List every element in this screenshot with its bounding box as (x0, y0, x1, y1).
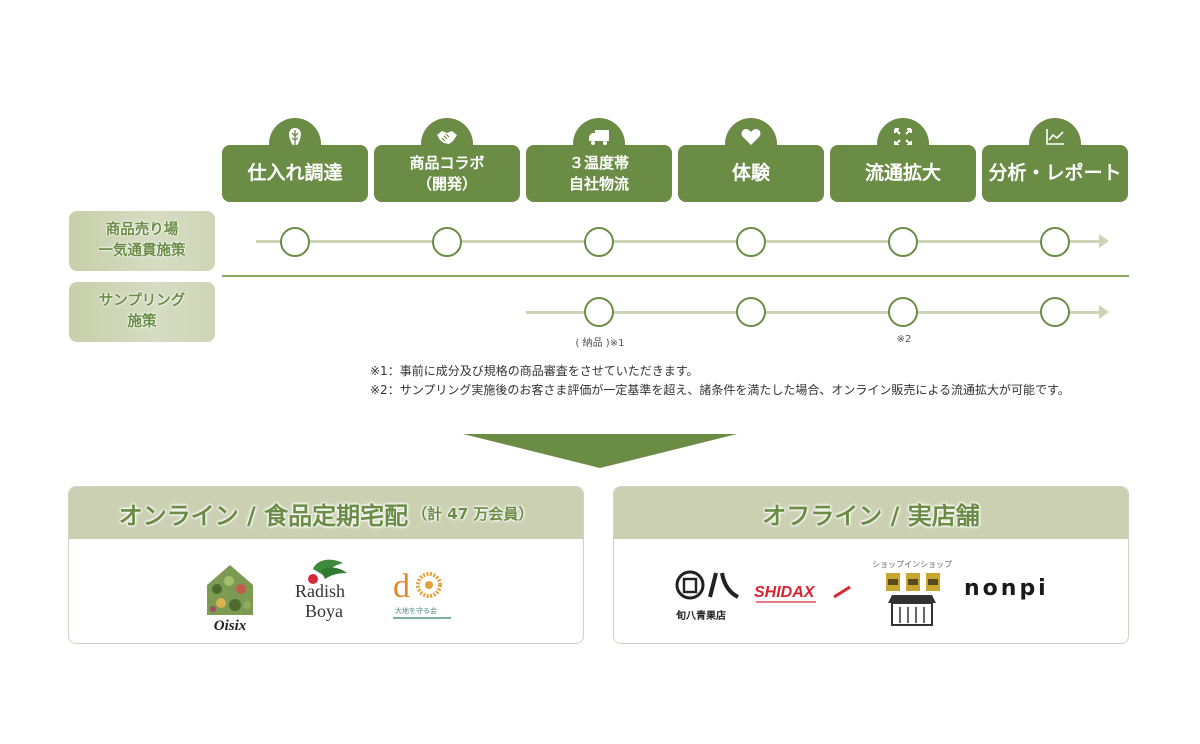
svg-text:Radish: Radish (295, 581, 345, 601)
handshake-icon (437, 131, 457, 144)
step-header-logistics: ３温度帯 自社物流 (526, 118, 672, 204)
svg-text:nonpi: nonpi (964, 576, 1049, 601)
step-label: 仕入れ調達 (247, 162, 343, 184)
step-label: 体験 (731, 162, 770, 184)
footnote-1: ※1：事前に成分及び規格の商品審査をさせていただきます。 (370, 364, 699, 378)
vegetable-icon (289, 128, 301, 146)
node-sampling-3 (584, 297, 614, 327)
panel-offline-header: オフライン / 実店舗 (614, 487, 1128, 539)
row-label-text: サンプリング 施策 (98, 293, 186, 330)
logo-daichi: d 大地を守る会 (389, 561, 459, 625)
truck-icon (589, 130, 609, 145)
shidax-icon: SHIDAX (754, 584, 851, 603)
step-label: 商品コラボ （開発） (409, 153, 485, 193)
step-header-collab: 商品コラボ （開発） (374, 118, 520, 204)
panel-online: オンライン / 食品定期宅配 （計 47 万会員） Oisix Radish B… (68, 486, 584, 644)
node-sampling-6 (1040, 297, 1070, 327)
logo-shop-in-shop: ショップインショップ (872, 559, 972, 629)
step-header-distribution: 流通拡大 (830, 118, 976, 204)
svg-text:大地を守る会: 大地を守る会 (395, 606, 437, 615)
panel-offline-title: オフライン / 実店舗 (762, 501, 980, 530)
row-label-integrated: 商品売り場 一気通貫施策 (69, 211, 215, 271)
oisix-house-icon: Oisix (207, 565, 253, 634)
panel-offline: オフライン / 実店舗 旬八青果店 SHIDAX ショップインショップ (613, 486, 1129, 644)
arrowhead-icon (1099, 305, 1109, 319)
arrowhead-icon (1099, 234, 1109, 248)
step-label: 分析・レポート (988, 162, 1122, 184)
panel-online-header: オンライン / 食品定期宅配 （計 47 万会員） (69, 487, 583, 539)
svg-text:旬八青果店: 旬八青果店 (675, 609, 726, 622)
footnote-2: ※2：サンプリング実施後のお客さま評価が一定基準を超え、諸条件を満たした場合、オ… (370, 383, 1070, 397)
node-integrated-6 (1040, 227, 1070, 257)
step-header-procurement: 仕入れ調達 (222, 118, 368, 204)
panel-online-title: オンライン / 食品定期宅配 (118, 501, 409, 530)
node-note-delivery: ( 納品 )※1 (575, 338, 625, 349)
logo-shidax: SHIDAX (754, 581, 854, 611)
row-label-sampling: サンプリング 施策 (69, 282, 215, 342)
node-integrated-2 (432, 227, 462, 257)
node-integrated-3 (584, 227, 614, 257)
down-arrow-icon (463, 434, 737, 468)
step-header-analysis: 分析・レポート (982, 118, 1128, 204)
radish-icon: Radish Boya (295, 559, 347, 621)
nonpi-icon: nonpi (964, 576, 1049, 601)
svg-text:SHIDAX: SHIDAX (754, 584, 816, 601)
row-label-text: 商品売り場 一気通貫施策 (98, 222, 186, 259)
shunpachi-icon: 旬八青果店 (675, 570, 739, 622)
logo-radish-boya: Radish Boya (291, 557, 361, 627)
logo-oisix: Oisix (201, 561, 259, 634)
panel-online-subtitle: （計 47 万会員） (412, 504, 534, 523)
heart-icon (741, 129, 761, 145)
node-integrated-1 (280, 227, 310, 257)
footnotes: ※1：事前に成分及び規格の商品審査をさせていただきます。 ※2：サンプリング実施… (370, 362, 1070, 400)
daichi-sun-icon: d 大地を守る会 (393, 568, 451, 619)
svg-text:ショップインショップ: ショップインショップ (872, 560, 952, 569)
svg-text:d: d (393, 568, 410, 605)
node-note-2: ※2 (896, 334, 912, 345)
step-label: ３温度帯 自社物流 (568, 153, 629, 193)
node-sampling-4 (736, 297, 766, 327)
logo-nonpi: nonpi (964, 573, 1064, 603)
line-chart-icon (1046, 129, 1064, 145)
node-integrated-5 (888, 227, 918, 257)
step-label: 流通拡大 (864, 162, 941, 184)
logo-shunpachi: 旬八青果店 (674, 567, 744, 625)
track-sampling (526, 311, 1101, 314)
svg-text:Boya: Boya (305, 601, 343, 621)
store-icon: ショップインショップ (872, 560, 952, 626)
step-header-experience: 体験 (678, 118, 824, 204)
node-sampling-5 (888, 297, 918, 327)
svg-text:Oisix: Oisix (214, 618, 247, 633)
track-integrated (256, 240, 1101, 243)
row-divider (222, 275, 1129, 277)
node-integrated-4 (736, 227, 766, 257)
